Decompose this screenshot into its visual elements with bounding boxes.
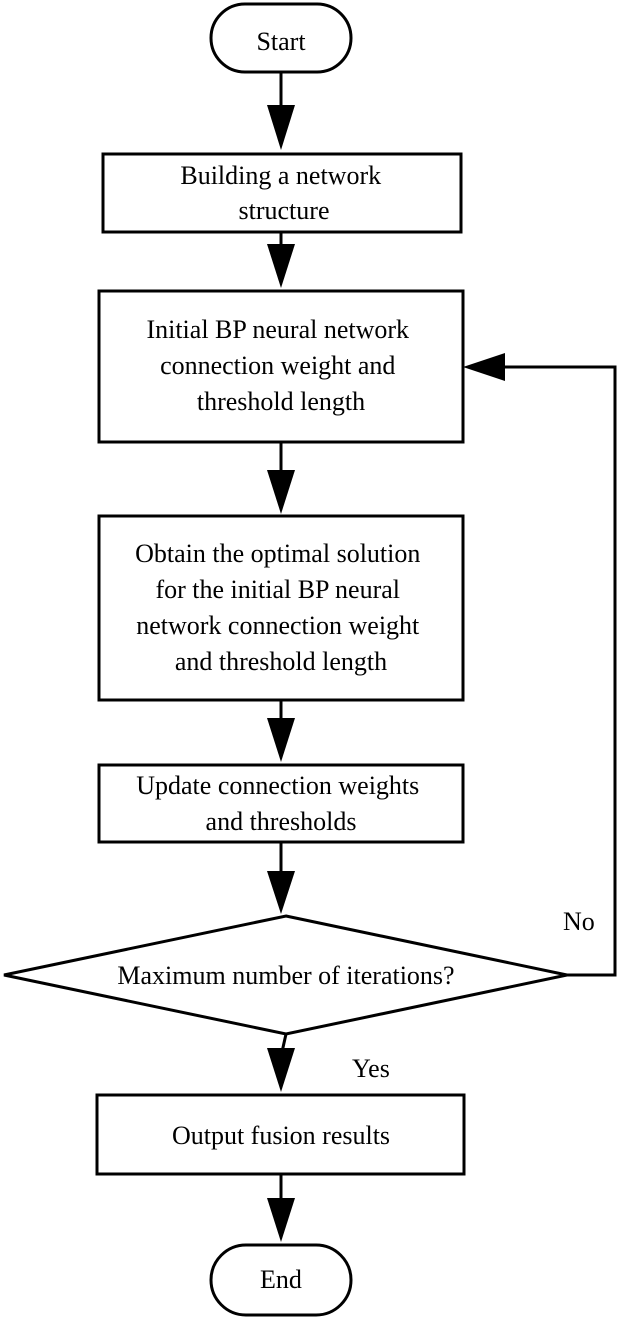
yes-arrow [267, 1033, 295, 1092]
max-iterations-label: Maximum number of iterations? [117, 961, 454, 990]
optimal-solution-label-line-4: and threshold length [175, 647, 387, 676]
svg-text:Update connection weights: Update connection weights and thresholds [136, 771, 426, 836]
svg-text:Start: Start [256, 27, 306, 56]
update-weights-label-line-1: Update connection weights [136, 771, 419, 800]
arrow-init-to-optimal [267, 442, 295, 514]
svg-text:Building a network struc: Building a network structure [180, 161, 387, 225]
init-weights-label-line-2: connection weight and [160, 351, 395, 380]
output-results-node: Output fusion results [95, 1093, 466, 1176]
optimal-solution-label-line-1: Obtain the optimal solution [135, 539, 420, 568]
yes-label: Yes [352, 1054, 390, 1083]
optimal-solution-label-line-2: for the initial BP neural [155, 575, 400, 604]
end-label: End [260, 1265, 302, 1294]
init-weights-label-line-3: threshold length [197, 387, 365, 416]
optimal-solution-node: Obtain the optimal solution for the init… [97, 514, 465, 702]
svg-text:Output fusion results: Output fusion results [172, 1121, 390, 1150]
update-weights-node: Update connection weights and thresholds [97, 763, 465, 844]
svg-text:End: End [260, 1265, 302, 1294]
arrow-optimal-to-update [267, 700, 295, 762]
start-label: Start [256, 27, 306, 56]
build-network-label-line-1: Building a network [180, 161, 381, 190]
update-weights-label-line-2: and thresholds [206, 807, 357, 836]
arrow-output-to-end [267, 1174, 295, 1242]
svg-text:Obtain the optimal solution: Obtain the optimal solution for the init… [135, 539, 427, 676]
optimal-solution-label-line-3: network connection weight [136, 611, 420, 640]
max-iterations-decision: Maximum number of iterations? [3, 914, 568, 1036]
init-weights-node: Initial BP neural network connection wei… [97, 289, 465, 444]
arrow-update-to-decision [267, 842, 295, 914]
arrow-start-to-build [267, 72, 295, 150]
build-network-label-line-2: structure [239, 196, 330, 225]
output-results-label: Output fusion results [172, 1121, 390, 1150]
end-node: End [209, 1243, 353, 1317]
start-node: Start [209, 2, 353, 74]
svg-text:Maximum number of iterations?: Maximum number of iterations? [117, 961, 454, 990]
no-loop-arrow [463, 353, 617, 977]
no-label: No [563, 907, 595, 936]
init-weights-label-line-1: Initial BP neural network [146, 315, 409, 344]
arrow-build-to-init [267, 232, 295, 288]
svg-text:Initial BP neural network: Initial BP neural network connection wei… [146, 315, 415, 416]
build-network-node: Building a network structure [101, 152, 463, 234]
